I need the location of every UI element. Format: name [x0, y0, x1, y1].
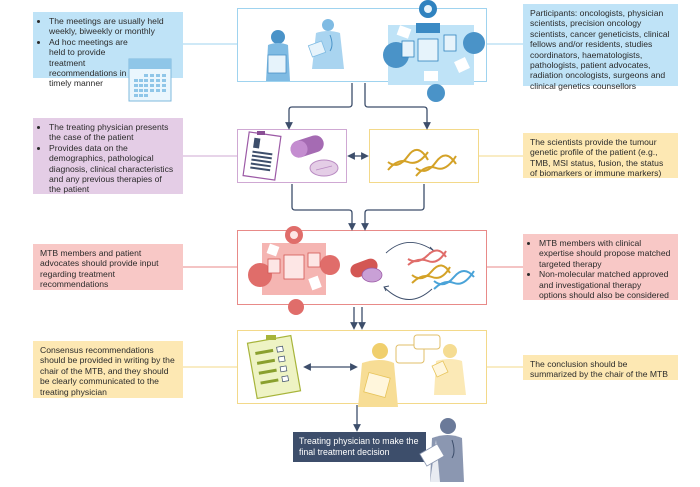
- conclusion-note: The conclusion should be summarized by t…: [523, 355, 678, 380]
- participants-text: Participants: oncologists, physician sci…: [530, 8, 670, 91]
- meeting-frequency-note: The meetings are usually held weekly, bi…: [33, 12, 183, 88]
- clipboard-report-icon: [242, 131, 282, 181]
- matched-therapy-bullet: MTB members with clinical expertise shou…: [539, 238, 671, 269]
- patient-data-bullet: Provides data on the demographics, patho…: [49, 143, 176, 195]
- stage4-panel: [237, 330, 487, 407]
- consensus-text: Consensus recommendations should be prov…: [40, 345, 175, 397]
- consensus-note: Consensus recommendations should be prov…: [33, 341, 183, 398]
- genetic-profile-text: The scientists provide the tumour geneti…: [530, 137, 664, 179]
- calendar-icon: [128, 58, 172, 102]
- stage2-left-panel: [237, 129, 347, 183]
- clinicians-discussion-icon: [358, 334, 466, 407]
- targeted-therapy-note: MTB members with clinical expertise shou…: [523, 234, 678, 300]
- dna-helix-icon: [407, 249, 475, 290]
- arrow-case-to-discussion: [291, 184, 356, 231]
- doctor-with-stethoscope-icon: [307, 19, 344, 69]
- non-molecular-options-bullet: Non-molecular matched approved and inves…: [539, 269, 671, 300]
- checklist-clipboard-icon: [246, 334, 302, 400]
- case-presentation-bullet: The treating physician presents the case…: [49, 122, 176, 143]
- meeting-frequency-bullet: The meetings are usually held weekly, bi…: [49, 16, 176, 37]
- stage3-panel: [237, 226, 487, 315]
- case-presentation-note: The treating physician presents the case…: [33, 118, 183, 194]
- conclusion-text: The conclusion should be summarized by t…: [530, 359, 669, 380]
- physician-with-tablet-icon: [418, 412, 468, 482]
- capsule-pill-icon: [350, 258, 383, 283]
- adhoc-meeting-bullet: Ad hoc meetings are held to provide trea…: [49, 37, 176, 89]
- dna-helix-icon: [387, 149, 457, 177]
- mtb-input-text: MTB members and patient advocates should…: [40, 248, 159, 290]
- team-meeting-table-icon: [248, 226, 340, 315]
- genetic-profile-note: The scientists provide the tumour geneti…: [523, 133, 678, 178]
- stage1-panel: [237, 0, 487, 102]
- team-meeting-table-icon: [383, 0, 485, 102]
- capsule-pill-icon: [290, 135, 339, 177]
- participants-note: Participants: oncologists, physician sci…: [523, 4, 678, 91]
- cycle-arrows-icon: [383, 242, 435, 300]
- stage2-right-panel: [369, 129, 479, 183]
- clinician-with-folder-icon: [266, 30, 290, 81]
- final-decision-text: Treating physician to make the final tre…: [299, 436, 419, 457]
- mtb-input-note: MTB members and patient advocates should…: [33, 244, 183, 290]
- arrow-genetics-to-discussion: [361, 184, 425, 231]
- final-decision-box: Treating physician to make the final tre…: [293, 432, 426, 462]
